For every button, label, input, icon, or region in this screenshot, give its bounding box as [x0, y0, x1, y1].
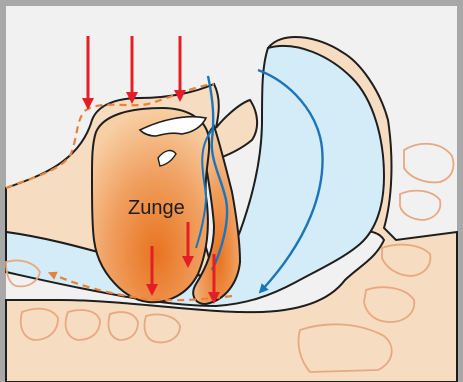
tongue-label: Zunge	[128, 197, 185, 219]
